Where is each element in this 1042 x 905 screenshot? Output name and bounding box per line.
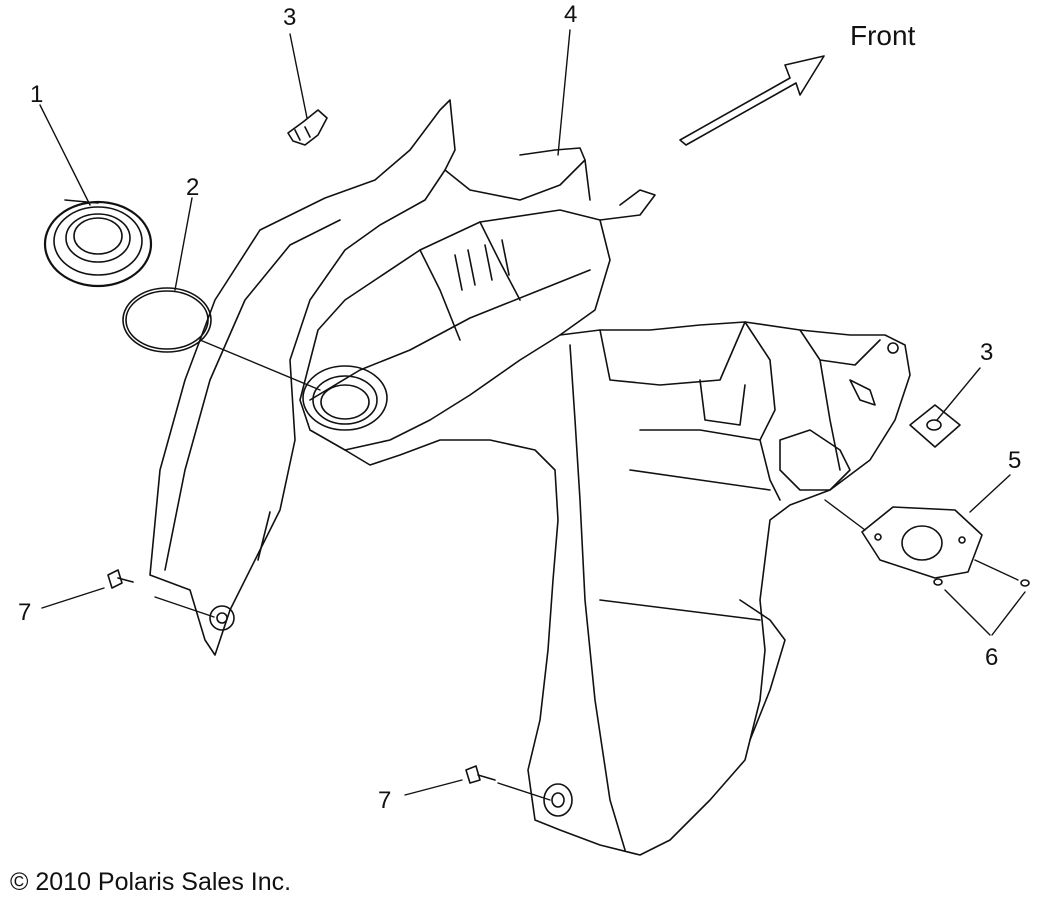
- callout-7-left: 7: [18, 599, 31, 626]
- part-3-clip-top: [288, 110, 327, 145]
- part-1-cap: [45, 200, 151, 286]
- callout-6: 6: [985, 644, 998, 671]
- part-2-oring: [123, 288, 211, 352]
- front-direction-arrow: [679, 55, 825, 146]
- part-6-screws: [934, 579, 1029, 586]
- callout-3-right: 3: [980, 339, 993, 366]
- callout-5: 5: [1008, 447, 1021, 474]
- callout-3-top: 3: [283, 4, 296, 31]
- part-7-rivet-left: [108, 570, 133, 588]
- part-5-plate: [862, 507, 982, 578]
- copyright-notice: © 2010 Polaris Sales Inc.: [10, 868, 292, 896]
- callout-7-bottom: 7: [378, 787, 391, 814]
- leader-lines: [39, 29, 1026, 801]
- part-3-clip-right: [910, 405, 960, 447]
- callout-2: 2: [186, 174, 199, 201]
- callout-4: 4: [564, 1, 577, 28]
- console-panel: [150, 100, 910, 855]
- front-label: Front: [850, 20, 916, 51]
- part-7-rivet-bottom: [466, 766, 495, 783]
- callout-1: 1: [30, 81, 43, 108]
